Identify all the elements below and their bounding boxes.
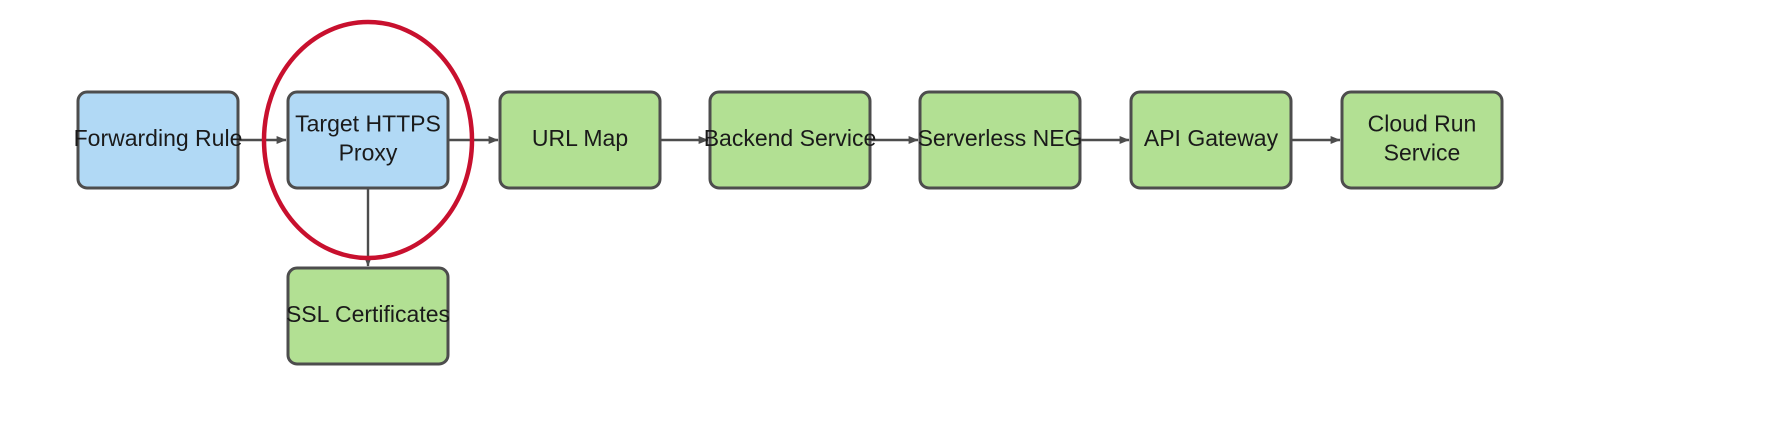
node-serverless-neg[interactable]: Serverless NEG [918, 90, 1083, 190]
node-ssl-certificates[interactable]: SSL Certificates [286, 266, 450, 366]
node-label: API Gateway [1144, 125, 1279, 151]
node-api-gateway[interactable]: API Gateway [1129, 90, 1293, 190]
node-label: Forwarding Rule [74, 125, 243, 151]
edges-layer [238, 136, 1341, 267]
node-label: URL Map [532, 125, 628, 151]
node-label: Backend Service [704, 125, 877, 151]
node-shape[interactable] [1129, 90, 1293, 190]
node-shape[interactable] [498, 90, 662, 190]
annotations-layer [261, 19, 475, 261]
node-shape[interactable] [286, 90, 450, 190]
node-shape[interactable] [708, 90, 872, 190]
node-shape[interactable] [286, 266, 450, 366]
node-shape[interactable] [1340, 90, 1504, 190]
node-shape[interactable] [76, 90, 240, 190]
node-backend-service[interactable]: Backend Service [704, 90, 877, 190]
highlight-target-https-proxy [261, 19, 475, 261]
node-label: Serverless NEG [918, 125, 1083, 151]
node-label: SSL Certificates [286, 301, 450, 327]
node-shape[interactable] [918, 90, 1082, 190]
node-url-map[interactable]: URL Map [498, 90, 662, 190]
node-forwarding-rule[interactable]: Forwarding Rule [74, 90, 243, 190]
